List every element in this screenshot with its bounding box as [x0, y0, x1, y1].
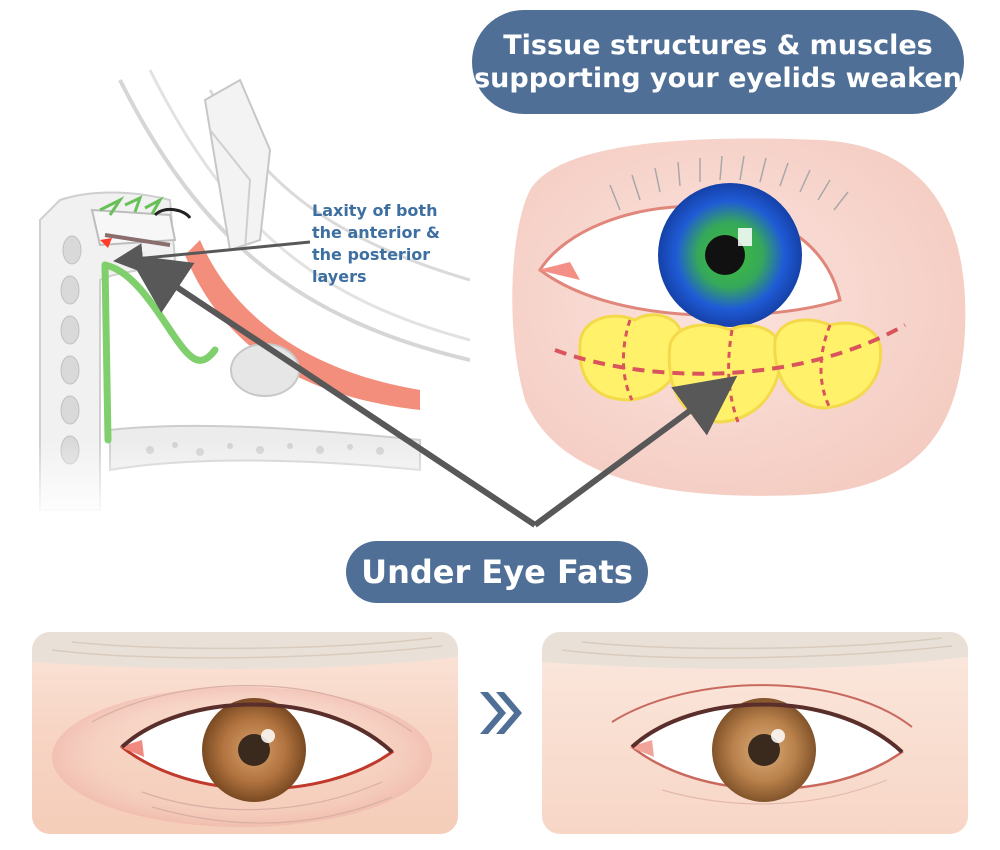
under-eye-fats-pill: Under Eye Fats	[346, 541, 648, 603]
title-line-1: Tissue structures & muscles	[503, 30, 933, 61]
eye-fat-pointer-arrow	[533, 375, 738, 528]
laxity-line-2: the anterior &	[312, 223, 440, 242]
eyelid-cross-section-illustration	[0, 69, 470, 520]
after-eye-panel	[542, 632, 968, 834]
eye-with-under-eye-fat-illustration	[512, 138, 966, 496]
double-chevron-right-icon	[480, 692, 522, 734]
laxity-pointer-arrow	[113, 240, 311, 274]
under-eye-fats-label: Under Eye Fats	[361, 553, 633, 591]
title-line-2: supporting your eyelids weaken	[474, 63, 962, 94]
laxity-line-4: layers	[312, 267, 367, 286]
laxity-annotation: Laxity of both the anterior & the poster…	[312, 200, 472, 288]
title-pill: Tissue structures & muscles supporting y…	[472, 10, 964, 114]
laxity-line-3: the posterior	[312, 245, 431, 264]
before-eye-panel	[32, 632, 458, 834]
after-eye-illustration	[542, 632, 968, 834]
laxity-line-1: Laxity of both	[312, 201, 438, 220]
cross-section-pointer-arrow	[128, 254, 537, 528]
before-eye-illustration	[32, 632, 458, 834]
